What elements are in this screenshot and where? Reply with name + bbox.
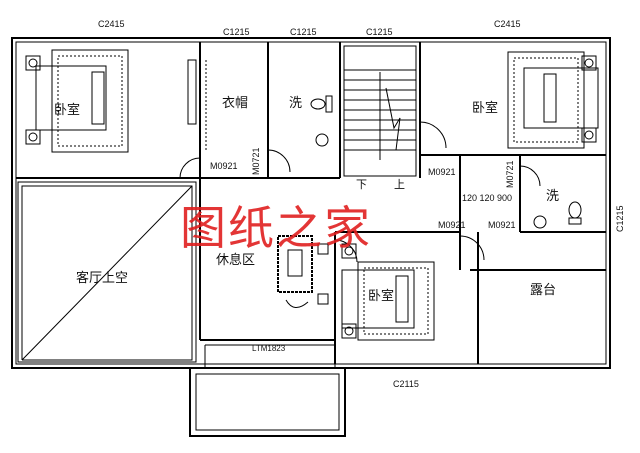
- door-label-bedroom-left: M0921: [210, 161, 238, 171]
- room-label-bath-middle: 洗: [289, 96, 303, 111]
- window-label-top-left: C2415: [98, 19, 125, 29]
- staircase: [343, 45, 417, 177]
- room-label-bedroom-left: 卧室: [54, 103, 81, 118]
- room-label-terrace: 露台: [530, 283, 557, 298]
- window-label-bottom: C2115: [393, 379, 419, 389]
- door-label-closet: M0721: [251, 147, 261, 175]
- room-label-bedroom-middle: 卧室: [368, 289, 395, 304]
- door-label-bedroom-middle: M0921: [438, 220, 466, 230]
- room-label-bath-right: 洗: [546, 189, 560, 204]
- door-label-bedroom-right: M0921: [428, 167, 456, 177]
- room-label-bedroom-right: 卧室: [472, 101, 499, 116]
- bed-right: [507, 51, 599, 149]
- stair-label-up: 上: [394, 178, 405, 191]
- living-void-outline: [17, 181, 197, 363]
- stair-label-down: 下: [356, 178, 367, 191]
- room-label-lounge: 休息区: [216, 253, 256, 268]
- lounge-furniture: [277, 235, 329, 308]
- bed-left: [25, 49, 129, 153]
- window-label-top-mid-3: C1215: [366, 27, 393, 37]
- room-label-closet: 衣帽: [222, 96, 249, 111]
- window-label-balcony: LTM1823: [252, 344, 286, 353]
- bed-middle: [341, 243, 435, 341]
- door-label-bath-right: M0721: [505, 160, 515, 188]
- toilet-right: [533, 201, 582, 229]
- window-label-top-right: C2415: [494, 19, 521, 29]
- window-label-right-side: C1215: [615, 205, 625, 232]
- watermark: 图纸之家: [180, 201, 372, 255]
- door-label-bath-right-lower: M0921: [488, 220, 516, 230]
- window-label-top-mid-2: C1215: [290, 27, 317, 37]
- toilet-mid: [310, 95, 333, 147]
- room-label-living-void: 客厅上空: [76, 271, 129, 286]
- balcony-outline: [189, 367, 346, 437]
- dimension-row: 120 120 900: [462, 193, 513, 203]
- window-label-top-mid-1: C1215: [223, 27, 250, 37]
